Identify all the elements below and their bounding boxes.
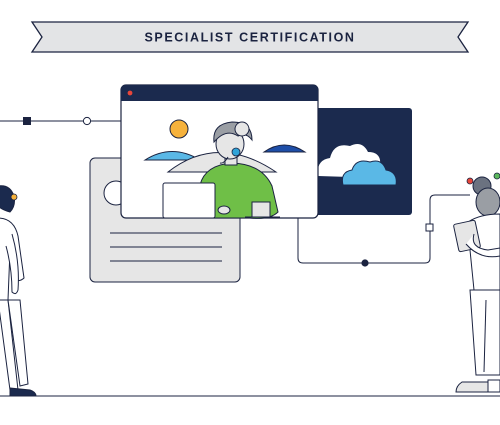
earring-icon (10, 193, 18, 201)
sun-icon (169, 119, 189, 139)
headset-icon (231, 147, 241, 157)
cloud-panel (305, 108, 412, 215)
banner-ribbon (30, 21, 470, 53)
connector-node-open (82, 116, 92, 126)
connector-lines (0, 120, 470, 264)
red-dot-icon (127, 90, 133, 96)
green-accent-icon (493, 172, 500, 180)
banner-title: SPECIALIST CERTIFICATION (144, 31, 355, 45)
square-node-icon (23, 117, 31, 125)
connector-node-square-right (425, 223, 434, 232)
banner: SPECIALIST CERTIFICATION (30, 21, 470, 53)
left-person (0, 185, 37, 397)
laptop-icon (162, 182, 280, 219)
left-person-hair (0, 185, 15, 213)
right-person (453, 172, 500, 393)
cloud-blue-icon (341, 160, 397, 186)
hill-right (262, 144, 307, 153)
browser-titlebar (121, 85, 318, 101)
red-accent-icon (466, 177, 474, 185)
connector-node-filled (361, 259, 369, 267)
browser-window (120, 84, 319, 219)
hair-bun (234, 121, 250, 137)
